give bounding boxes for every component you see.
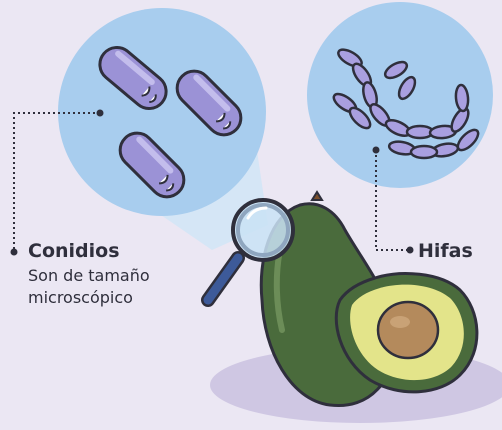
conidios-description-line1: Son de tamaño xyxy=(28,265,150,286)
avocado-seed-icon xyxy=(378,302,438,358)
hifas-title: Hifas xyxy=(418,240,473,262)
conidios-title: Conidios xyxy=(28,240,120,262)
conidios-description-line2: microscópico xyxy=(28,287,133,308)
